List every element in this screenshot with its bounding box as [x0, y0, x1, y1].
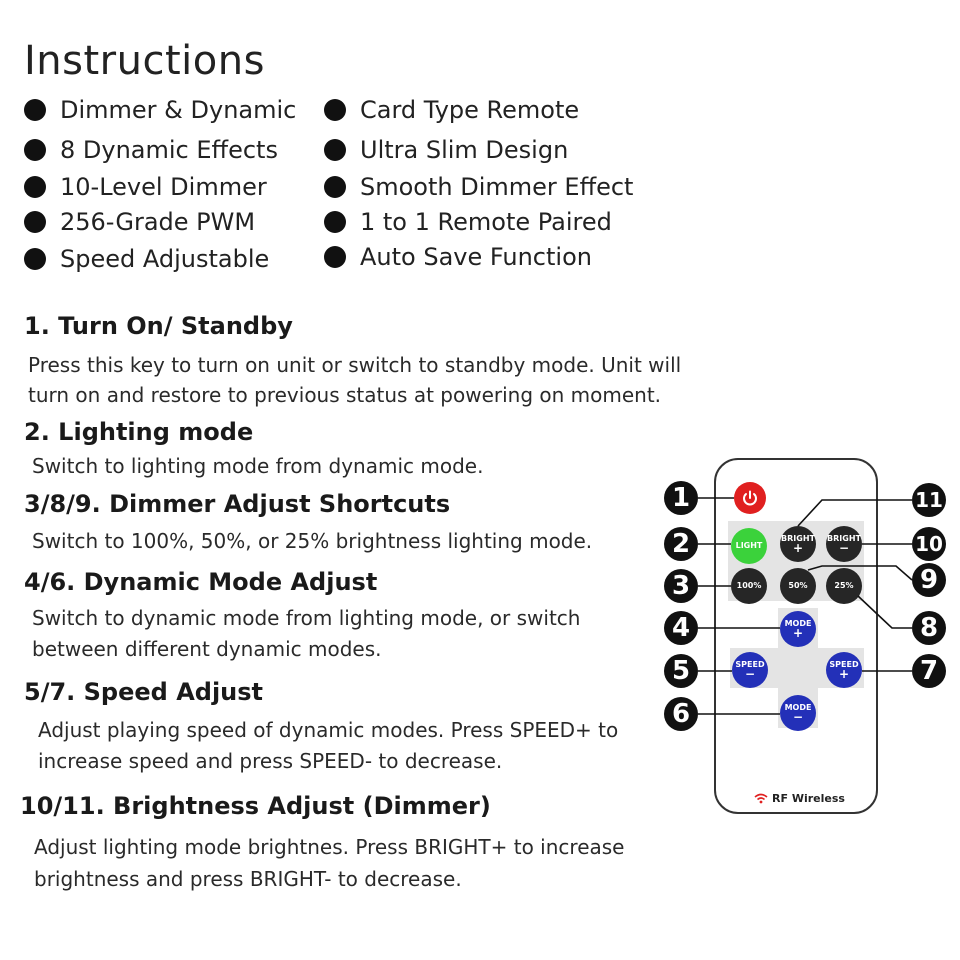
callout-6: 6: [664, 697, 698, 731]
bullet-icon: [324, 139, 346, 161]
rf-wireless-label: RF Wireless: [754, 792, 845, 805]
callout-5: 5: [664, 654, 698, 688]
feature-item: Card Type Remote: [324, 96, 579, 124]
brightness-50-button[interactable]: 50%: [780, 568, 816, 604]
callout-1: 1: [664, 481, 698, 515]
bullet-icon: [24, 211, 46, 233]
section-heading: 10/11. Brightness Adjust (Dimmer): [20, 792, 491, 820]
callout-2: 2: [664, 527, 698, 561]
bullet-icon: [24, 248, 46, 270]
section-text: increase speed and press SPEED- to decre…: [38, 749, 503, 773]
section-heading: 4/6. Dynamic Mode Adjust: [24, 568, 378, 596]
bright-plus-button[interactable]: BRIGHT+: [780, 526, 816, 562]
section-text: Switch to 100%, 50%, or 25% brightness l…: [32, 529, 593, 553]
callout-4: 4: [664, 611, 698, 645]
section-heading: 1. Turn On/ Standby: [24, 312, 293, 340]
callout-3: 3: [664, 569, 698, 603]
bullet-icon: [24, 99, 46, 121]
brightness-100-button[interactable]: 100%: [731, 568, 767, 604]
speed-plus-button[interactable]: SPEED+: [826, 652, 862, 688]
power-button[interactable]: [734, 482, 766, 514]
section-heading: 3/8/9. Dimmer Adjust Shortcuts: [24, 490, 451, 518]
feature-item: Ultra Slim Design: [324, 136, 568, 164]
section-text: between different dynamic modes.: [32, 637, 382, 661]
page-title: Instructions: [24, 38, 265, 84]
bullet-icon: [324, 246, 346, 268]
brightness-25-button[interactable]: 25%: [826, 568, 862, 604]
speed-minus-button[interactable]: SPEED−: [732, 652, 768, 688]
feature-item: 10-Level Dimmer: [24, 173, 267, 201]
bullet-icon: [324, 99, 346, 121]
section-text: Press this key to turn on unit or switch…: [28, 353, 682, 377]
mode-minus-button[interactable]: MODE−: [780, 695, 816, 731]
section-text: Adjust playing speed of dynamic modes. P…: [38, 718, 619, 742]
feature-item: 8 Dynamic Effects: [24, 136, 278, 164]
callout-11: 11: [912, 483, 946, 517]
wifi-icon: [754, 793, 768, 804]
bright-minus-button[interactable]: BRIGHT−: [826, 526, 862, 562]
callout-7: 7: [912, 654, 946, 688]
feature-item: 1 to 1 Remote Paired: [324, 208, 612, 236]
power-icon: [743, 490, 757, 506]
bullet-icon: [324, 211, 346, 233]
feature-item: Speed Adjustable: [24, 245, 269, 273]
mode-plus-button[interactable]: MODE+: [780, 611, 816, 647]
feature-item: Auto Save Function: [324, 243, 592, 271]
feature-item: Dimmer & Dynamic: [24, 96, 296, 124]
callout-9: 9: [912, 563, 946, 597]
bullet-icon: [324, 176, 346, 198]
section-text: Adjust lighting mode brightnes. Press BR…: [34, 835, 625, 859]
feature-item: Smooth Dimmer Effect: [324, 173, 633, 201]
section-text: Switch to lighting mode from dynamic mod…: [32, 454, 484, 478]
callout-10: 10: [912, 527, 946, 561]
bullet-icon: [24, 176, 46, 198]
feature-item: 256-Grade PWM: [24, 208, 255, 236]
section-heading: 5/7. Speed Adjust: [24, 678, 264, 706]
light-button[interactable]: LIGHT: [731, 528, 767, 564]
section-text: turn on and restore to previous status a…: [28, 383, 662, 407]
section-text: Switch to dynamic mode from lighting mod…: [32, 606, 581, 630]
section-heading: 2. Lighting mode: [24, 418, 254, 446]
bullet-icon: [24, 139, 46, 161]
callout-8: 8: [912, 611, 946, 645]
section-text: brightness and press BRIGHT- to decrease…: [34, 867, 462, 891]
